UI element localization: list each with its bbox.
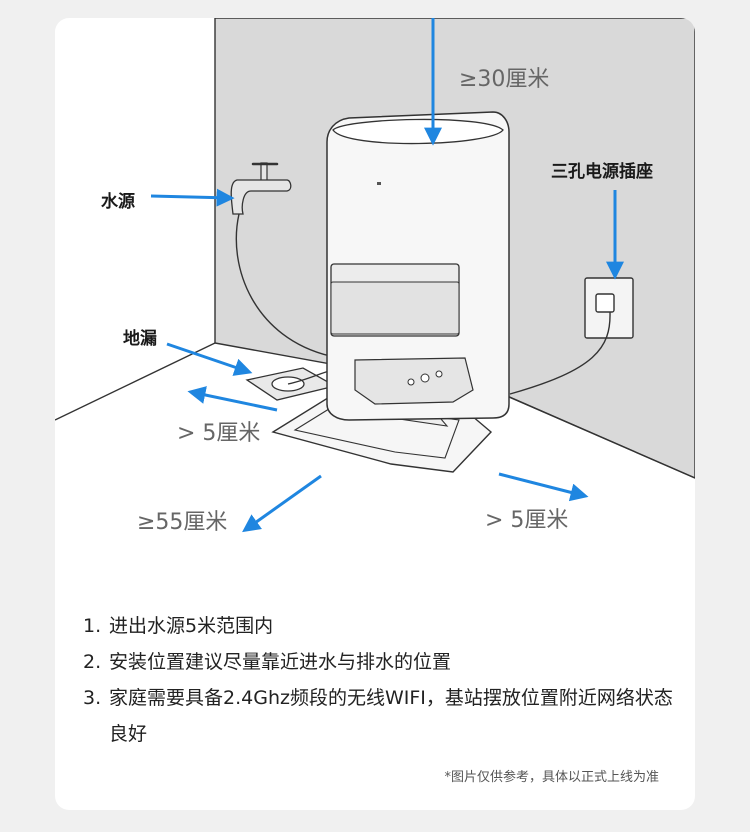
disclaimer: *图片仅供参考，具体以正式上线为准 bbox=[444, 770, 659, 785]
label-clearance-front: ≥55厘米 bbox=[137, 510, 228, 535]
power-socket bbox=[509, 277, 634, 395]
note-number: 3. bbox=[83, 687, 102, 709]
floor-line-left bbox=[55, 342, 216, 421]
label-floor-drain: 地漏 bbox=[123, 329, 157, 349]
floor-drain bbox=[245, 367, 340, 401]
floor-line-right bbox=[506, 395, 695, 479]
installation-diagram bbox=[55, 18, 695, 533]
note-item: 1. 进出水源5米范围内 bbox=[83, 608, 673, 644]
arrow-water-source bbox=[150, 188, 235, 207]
base-station-body bbox=[326, 111, 510, 421]
water-faucet bbox=[230, 162, 356, 357]
arrow-clearance-front bbox=[242, 474, 322, 533]
note-text: 进出水源5米范围内 bbox=[109, 615, 274, 637]
arrow-floor-drain bbox=[166, 342, 253, 376]
installation-guide-card: ≥30厘米 三孔电源插座 水源 地漏 > 5厘米 ≥55厘米 > 5厘米 1. … bbox=[55, 18, 695, 810]
note-item: 3. 家庭需要具备2.4Ghz频段的无线WIFI，基站摆放位置附近网络状态良好 bbox=[83, 680, 673, 752]
arrow-clearance-right bbox=[498, 472, 589, 502]
label-clearance-top: ≥30厘米 bbox=[459, 67, 550, 92]
note-text: 安装位置建议尽量靠近进水与排水的位置 bbox=[109, 651, 452, 673]
note-item: 2. 安装位置建议尽量靠近进水与排水的位置 bbox=[83, 644, 673, 680]
arrow-clearance-left bbox=[187, 386, 278, 412]
note-text: 家庭需要具备2.4Ghz频段的无线WIFI，基站摆放位置附近网络状态良好 bbox=[109, 687, 673, 745]
label-clearance-right: > 5厘米 bbox=[485, 508, 569, 533]
label-power-socket: 三孔电源插座 bbox=[551, 162, 653, 182]
label-clearance-left: > 5厘米 bbox=[177, 421, 261, 446]
note-number: 1. bbox=[83, 615, 102, 637]
label-water-source: 水源 bbox=[101, 192, 135, 212]
note-number: 2. bbox=[83, 651, 102, 673]
notes-list: 1. 进出水源5米范围内 2. 安装位置建议尽量靠近进水与排水的位置 3. 家庭… bbox=[83, 608, 673, 752]
